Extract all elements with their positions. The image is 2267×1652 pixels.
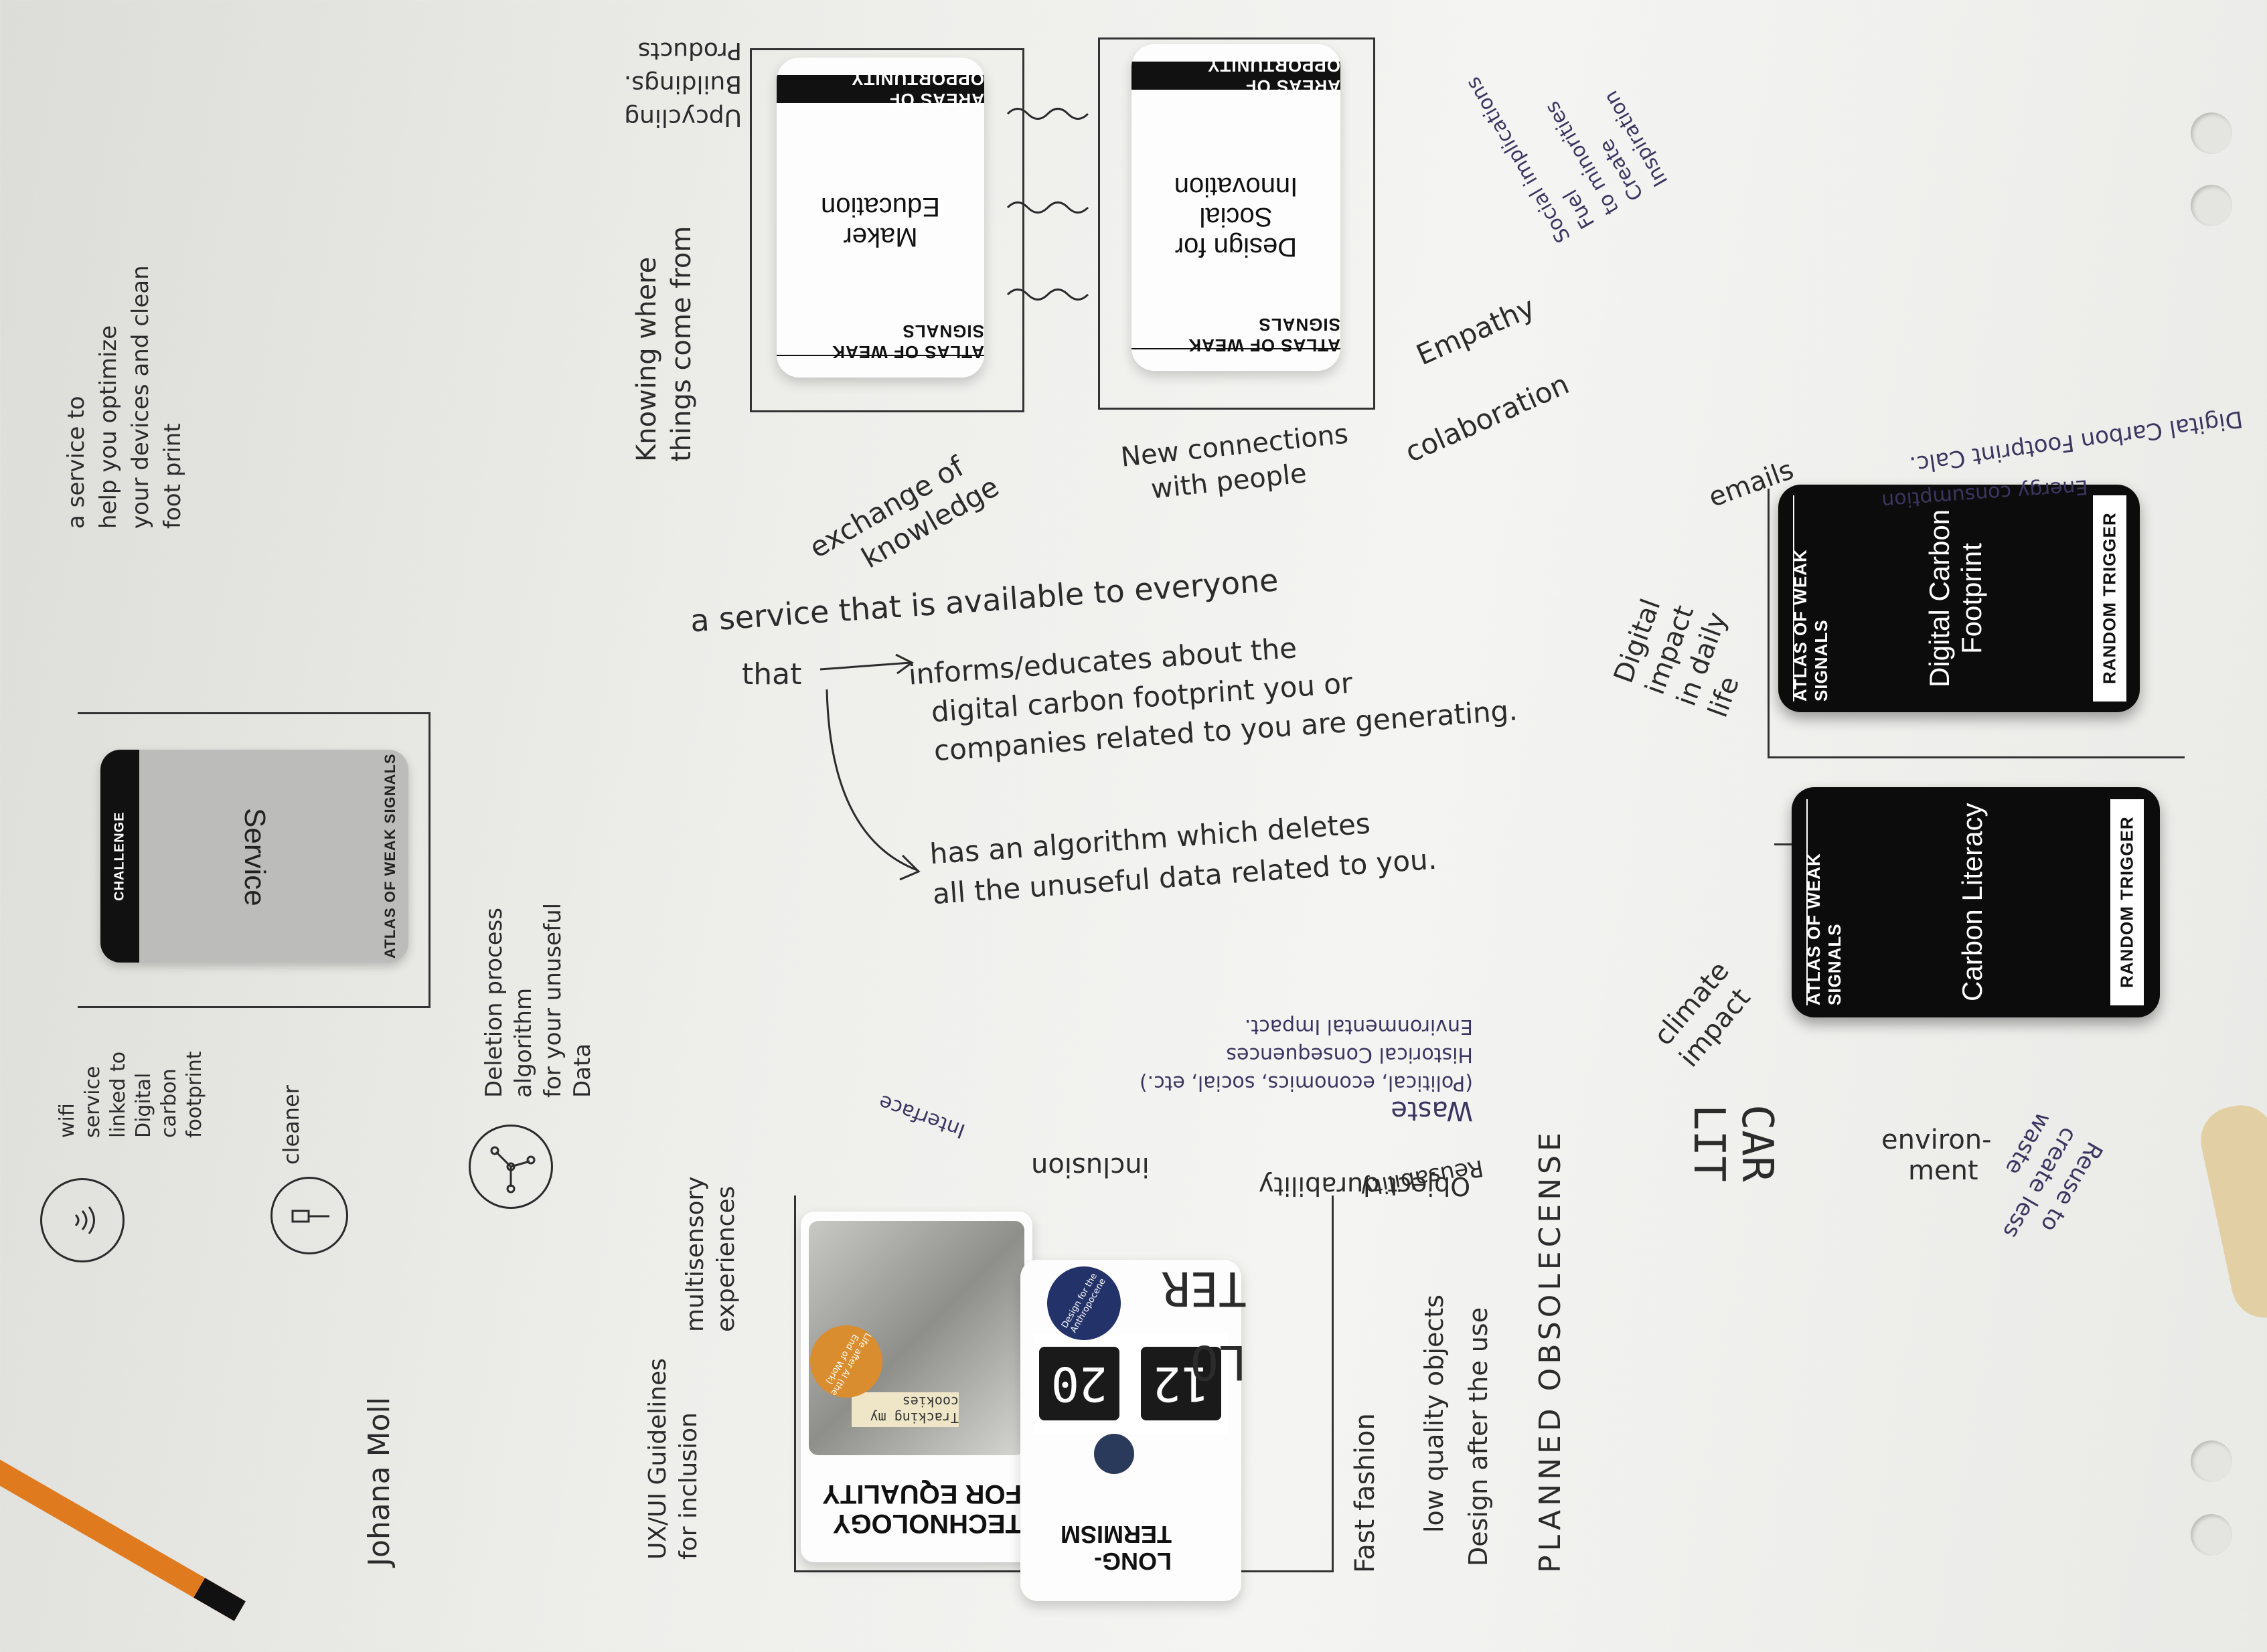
binder-hole <box>2191 185 2232 226</box>
main-idea-that: that <box>742 657 802 691</box>
note-new-connections: New connections with people <box>1119 418 1350 505</box>
note-multisensory: multisensory experiences <box>682 1176 740 1332</box>
note-inclusion: inclusion <box>1031 1151 1150 1182</box>
note-cleaner: cleaner <box>279 1085 304 1165</box>
note-interface: Interface <box>876 1090 969 1143</box>
binder-hole <box>2191 1440 2232 1482</box>
pencil <box>0 1447 246 1621</box>
card-title: Design for Social Innovation <box>1174 172 1298 262</box>
note-social-implications: Social implications Fuel to minorities C… <box>1461 72 1673 247</box>
arrow-informs <box>819 653 914 675</box>
card-type-label: AREAS OF OPPORTUNITY <box>1131 56 1340 96</box>
card-title: Digital Carbon Footprint <box>1924 509 1987 688</box>
arrow-algorithm <box>826 689 921 881</box>
note-fast-fashion: Fast fashion <box>1350 1413 1381 1573</box>
note-wifi: wifi service linked to Digital carbon fo… <box>56 1051 206 1138</box>
card-title: Service <box>238 807 271 906</box>
card-deck-label: ATLAS OF WEAK SIGNALS <box>1790 495 1831 701</box>
card-deck-label: ATLAS OF WEAK SIGNALS <box>1804 799 1845 1005</box>
service-frame <box>78 712 431 1008</box>
note-carbon-calc: Digital Carbon Footprint Calc. <box>1907 405 2245 479</box>
main-idea-3: has an algorithm which deletes all the u… <box>929 807 1438 911</box>
maker-frame <box>750 48 1024 412</box>
card-digital-carbon-footprint[interactable]: ATLAS OF WEAK SIGNALS RANDOM TRIGGER Dig… <box>1778 485 2140 712</box>
binder-hole <box>2191 112 2232 154</box>
note-knowing: Knowing where things come from <box>631 226 697 462</box>
card-type-label: AREAS OF OPPORTUNITY <box>777 69 984 110</box>
note-waste: Waste (Political, economics, social, etc… <box>1139 1015 1473 1126</box>
main-idea-2: informs/educates about the digital carbo… <box>907 631 1519 768</box>
author-name: Johana Moll <box>362 1397 396 1566</box>
note-upcycling: Upcycling Buildings. Products <box>623 37 742 131</box>
pendulum <box>1094 1434 1134 1474</box>
note-environment: environ- ment <box>1881 1125 1992 1186</box>
note-empathy: Empathy <box>1411 290 1540 372</box>
card-technology-for-equality[interactable]: Tracking my cookies Life after AI (the E… <box>801 1212 1032 1562</box>
card-carbon-literacy[interactable]: ATLAS OF WEAK SIGNALS RANDOM TRIGGER Car… <box>1792 787 2160 1017</box>
card-long-termism[interactable]: 20 12 Design for the Anthropocene LONG-T… <box>1020 1260 1241 1601</box>
binder-hole <box>2191 1514 2232 1556</box>
note-design-after: Design after the use <box>1464 1307 1493 1566</box>
note-planned-obsolescence: PLANNED OBSOLECENSE <box>1533 1129 1567 1573</box>
wooden-stick <box>2194 1099 2267 1324</box>
note-exchange: exchange of knowledge <box>803 450 1005 575</box>
social-frame <box>1098 37 1375 410</box>
cleaner-icon <box>270 1177 348 1254</box>
footprint-frame <box>1768 489 2185 758</box>
note-ux-guidelines: UX/UI Guidelines for inclusion <box>644 1358 702 1560</box>
laptop-screen: Tracking my cookies <box>852 1392 959 1427</box>
algorithm-icon <box>469 1125 553 1209</box>
note-climate-impact: climate impact <box>1648 955 1757 1073</box>
card-title: Maker Education <box>821 192 940 252</box>
note-low-quality: low quality objects <box>1419 1295 1449 1533</box>
note-longterm-partial: LO TER <box>1162 1261 1247 1390</box>
card-title: TECHNOLOGY FOR EQUALITY <box>822 1479 1022 1538</box>
note-deletion: Deletion process algorithm for your unus… <box>481 902 596 1098</box>
flip-clock: 20 12 <box>1034 1333 1228 1434</box>
card-deck-label: ATLAS OF WEAK SIGNALS <box>777 321 984 362</box>
main-idea-1: a service that is available to everyone <box>689 562 1280 639</box>
card-design-social-innovation[interactable]: AREAS OF OPPORTUNITY Design for Social I… <box>1131 44 1340 371</box>
note-carbon-literacy-partial: CAR LIT <box>1684 1104 1782 1182</box>
card-type-label: CHALLENGE <box>100 750 139 963</box>
note-digital-impact: Digital impact in daily life <box>1608 594 1745 722</box>
card-title: Carbon Literacy <box>1956 803 1988 1002</box>
card-type-label: RANDOM TRIGGER <box>2110 799 2144 1005</box>
note-service-intro: a service to help you optimize your devi… <box>63 265 186 529</box>
card-maker-education[interactable]: AREAS OF OPPORTUNITY Maker Education ATL… <box>777 58 984 378</box>
card-deck-label: ATLAS OF WEAK SIGNALS <box>1131 315 1340 355</box>
note-colaboration: colaboration <box>1400 367 1574 469</box>
card-title: LONG-TERMISM <box>1061 1521 1172 1575</box>
wifi-icon <box>40 1178 125 1262</box>
card-service[interactable]: ATLAS OF WEAK SIGNALS CHALLENGE Service <box>100 750 408 963</box>
card-type-label: RANDOM TRIGGER <box>2093 495 2126 701</box>
card-deck-label: ATLAS OF WEAK SIGNALS <box>382 753 398 959</box>
connection-squiggles <box>1006 108 1089 301</box>
